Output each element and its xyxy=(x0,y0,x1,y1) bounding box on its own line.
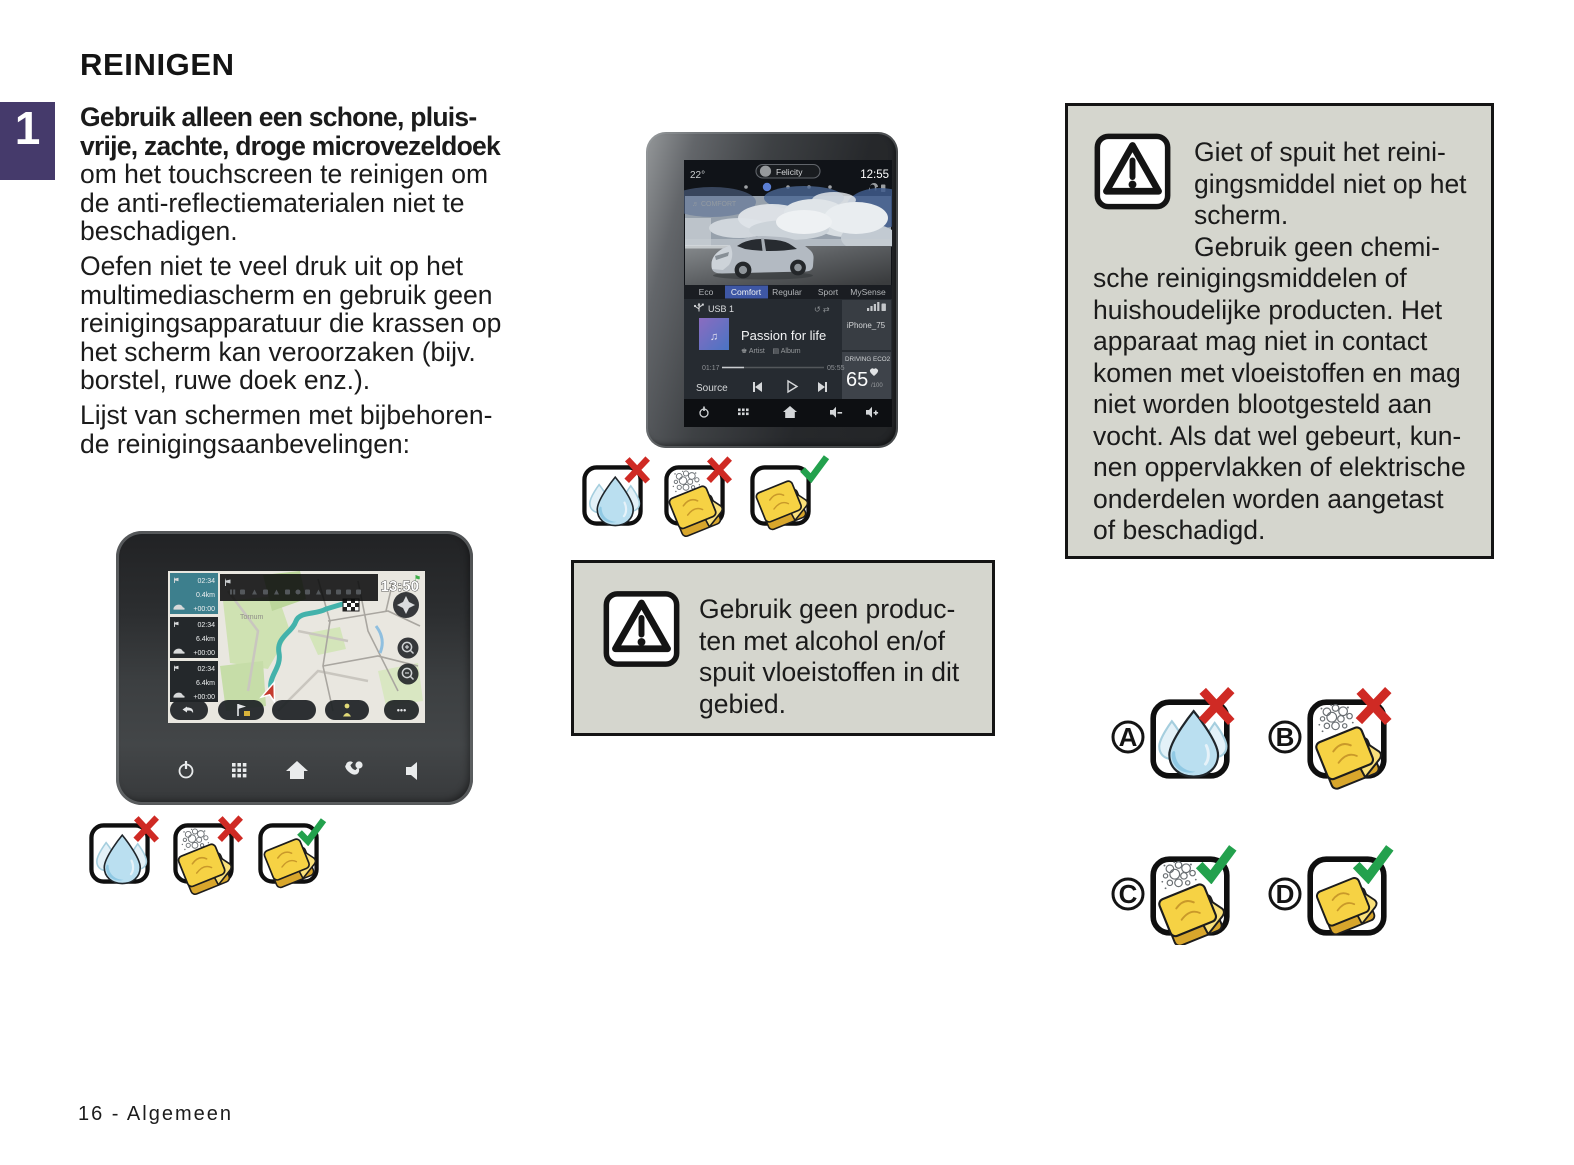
svg-text:65: 65 xyxy=(846,369,868,391)
svg-text:iPhone_75: iPhone_75 xyxy=(847,321,886,330)
svg-text:A: A xyxy=(1119,722,1138,752)
svg-text:Felicity: Felicity xyxy=(776,167,803,177)
svg-text:22°: 22° xyxy=(690,170,705,181)
svg-text:Comfort: Comfort xyxy=(731,287,762,297)
svg-text:01:17: 01:17 xyxy=(702,365,720,372)
svg-text:Regular: Regular xyxy=(772,287,802,297)
svg-text:MySense: MySense xyxy=(850,287,886,297)
svg-text:•••: ••• xyxy=(397,706,406,716)
svg-text:USB 1: USB 1 xyxy=(708,304,734,314)
svg-text:+00:00: +00:00 xyxy=(193,694,215,701)
svg-text:↺ ⇄: ↺ ⇄ xyxy=(814,305,830,314)
svg-text:B: B xyxy=(1276,722,1295,752)
svg-text:Passion for life: Passion for life xyxy=(741,328,826,343)
svg-text:02:34: 02:34 xyxy=(197,666,215,673)
svg-text:⚑: ⚑ xyxy=(414,574,421,583)
svg-text:+00:00: +00:00 xyxy=(193,650,215,657)
svg-text:♫: ♫ xyxy=(710,331,718,343)
svg-text:05:55: 05:55 xyxy=(827,365,845,372)
svg-text:0.4km: 0.4km xyxy=(196,592,215,599)
svg-text:Tornum: Tornum xyxy=(240,614,264,621)
svg-text:Eco: Eco xyxy=(699,287,714,297)
svg-text:D: D xyxy=(1276,879,1295,909)
svg-text:12:55: 12:55 xyxy=(860,169,889,181)
svg-text:Sport: Sport xyxy=(818,287,839,297)
svg-text:♬︎ COMFORT: ♬︎ COMFORT xyxy=(692,201,737,208)
svg-text:♚ Artist ▤ Album: ♚ Artist ▤ Album xyxy=(741,347,801,355)
svg-text:+00:00: +00:00 xyxy=(193,606,215,613)
svg-text:13:50: 13:50 xyxy=(381,578,419,595)
svg-text:02:34: 02:34 xyxy=(197,622,215,629)
svg-text:C: C xyxy=(1119,879,1138,909)
svg-text:Source: Source xyxy=(696,383,728,394)
svg-text:DRIVING ECO2: DRIVING ECO2 xyxy=(845,356,891,363)
svg-text:02:34: 02:34 xyxy=(197,578,215,585)
svg-text:/100: /100 xyxy=(871,383,883,389)
svg-text:6.4km: 6.4km xyxy=(196,680,215,687)
svg-text:6.4km: 6.4km xyxy=(196,636,215,643)
